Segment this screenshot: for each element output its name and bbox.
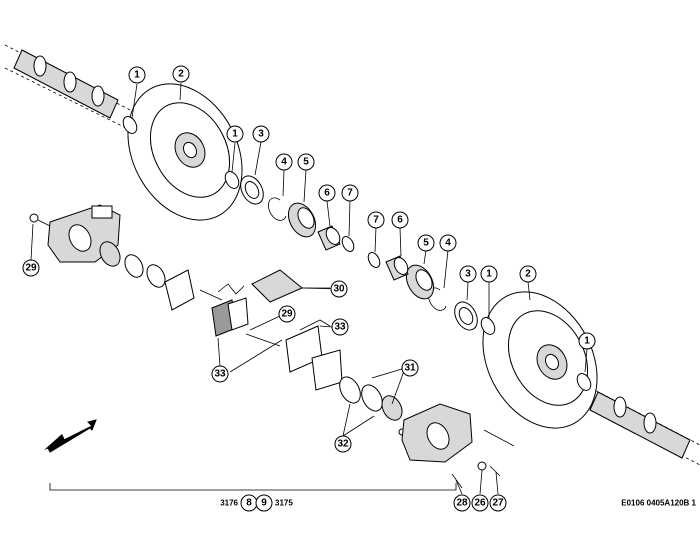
callout-28: 28 bbox=[453, 494, 471, 512]
drawing-id: E0106 0405A120B 1 bbox=[621, 499, 696, 508]
svg-text:29: 29 bbox=[25, 263, 37, 274]
callout-2: 2 bbox=[172, 65, 190, 83]
callout-7: 7 bbox=[367, 211, 385, 229]
svg-text:4: 4 bbox=[281, 157, 287, 168]
seal-3a bbox=[240, 175, 264, 205]
svg-text:30: 30 bbox=[333, 284, 345, 295]
svg-text:7: 7 bbox=[347, 188, 353, 199]
callout-27: 27 bbox=[489, 494, 507, 512]
callout-8: 8 bbox=[240, 494, 258, 512]
spacer-6a bbox=[317, 225, 341, 251]
callout-4: 4 bbox=[439, 234, 457, 252]
callout-4: 4 bbox=[275, 153, 293, 171]
bottom-bracket bbox=[49, 483, 457, 491]
pad-backing-plate bbox=[164, 269, 195, 311]
callout-9: 9 bbox=[255, 494, 273, 512]
seal-3b bbox=[454, 301, 478, 331]
caliper-bolt-28 bbox=[451, 473, 463, 489]
right-brake-disc bbox=[482, 291, 598, 429]
callout-6: 6 bbox=[391, 211, 409, 229]
pad-spring bbox=[217, 283, 245, 295]
callout-32: 32 bbox=[334, 435, 352, 453]
callout-1: 1 bbox=[578, 332, 596, 350]
spacer-6b bbox=[385, 255, 409, 281]
callout-33: 33 bbox=[211, 365, 229, 383]
svg-text:33: 33 bbox=[334, 322, 346, 333]
svg-text:1: 1 bbox=[486, 269, 492, 280]
arrow-icon bbox=[44, 419, 97, 453]
svg-text:5: 5 bbox=[303, 157, 309, 168]
svg-text:27: 27 bbox=[492, 498, 504, 509]
svg-text:8: 8 bbox=[246, 498, 252, 509]
callout-7: 7 bbox=[341, 184, 359, 202]
callout-6: 6 bbox=[318, 184, 336, 202]
svg-text:1: 1 bbox=[232, 129, 238, 140]
callout-3: 3 bbox=[252, 125, 270, 143]
right-axle-shaft bbox=[584, 384, 700, 466]
svg-text:6: 6 bbox=[324, 188, 330, 199]
callout-29: 29 bbox=[22, 259, 40, 277]
svg-text:5: 5 bbox=[423, 238, 429, 249]
washer-7a bbox=[341, 236, 355, 252]
callout-1: 1 bbox=[480, 265, 498, 283]
pad-pin bbox=[199, 289, 223, 301]
circlip-1b bbox=[224, 171, 240, 189]
leader-lines bbox=[30, 82, 588, 495]
circlip-1a bbox=[122, 116, 138, 134]
callout-5: 5 bbox=[297, 153, 315, 171]
svg-text:3: 3 bbox=[258, 129, 264, 140]
svg-text:1: 1 bbox=[584, 336, 590, 347]
brake-pads-left bbox=[211, 297, 249, 337]
snap-ring-4a bbox=[268, 197, 287, 221]
callout-30: 30 bbox=[330, 280, 348, 298]
svg-text:1: 1 bbox=[134, 70, 140, 81]
svg-text:29: 29 bbox=[281, 309, 293, 320]
svg-text:9: 9 bbox=[261, 498, 267, 509]
svg-text:26: 26 bbox=[474, 498, 486, 509]
left-brake-disc bbox=[127, 83, 243, 221]
bearing-5b bbox=[405, 264, 435, 300]
callout-3: 3 bbox=[459, 265, 477, 283]
svg-text:28: 28 bbox=[456, 498, 468, 509]
callout-2: 2 bbox=[519, 265, 537, 283]
callout-1: 1 bbox=[128, 66, 146, 84]
anti-rattle-plate bbox=[251, 269, 303, 303]
callout-31: 31 bbox=[401, 359, 419, 377]
svg-text:6: 6 bbox=[397, 215, 403, 226]
washer-26 bbox=[477, 461, 487, 471]
reference-right: 3175 bbox=[275, 499, 293, 508]
callout-26: 26 bbox=[471, 494, 489, 512]
callout-29: 29 bbox=[278, 305, 296, 323]
circlip-1d bbox=[576, 373, 592, 391]
left-caliper-pistons bbox=[99, 241, 166, 288]
retaining-pin bbox=[245, 333, 281, 347]
brake-pads-right bbox=[285, 319, 343, 391]
washer-7b bbox=[367, 252, 381, 268]
caliper-bolt-long bbox=[483, 429, 515, 447]
bearing-5a bbox=[287, 202, 317, 238]
reference-left: 3176 bbox=[220, 499, 238, 508]
callout-5: 5 bbox=[417, 234, 435, 252]
svg-text:3: 3 bbox=[465, 269, 471, 280]
svg-text:33: 33 bbox=[214, 369, 226, 380]
bolt-27 bbox=[489, 465, 501, 477]
snap-ring-4b bbox=[428, 287, 447, 311]
svg-text:31: 31 bbox=[404, 363, 416, 374]
svg-text:4: 4 bbox=[445, 238, 451, 249]
left-axle-shaft bbox=[4, 44, 131, 131]
right-caliper-seals bbox=[339, 376, 406, 436]
callout-1: 1 bbox=[226, 125, 244, 143]
svg-text:7: 7 bbox=[373, 215, 379, 226]
svg-text:2: 2 bbox=[178, 69, 184, 80]
svg-text:2: 2 bbox=[525, 269, 531, 280]
right-brake-caliper bbox=[401, 403, 473, 463]
circlip-1c bbox=[480, 317, 496, 335]
callout-33: 33 bbox=[331, 318, 349, 336]
svg-text:32: 32 bbox=[337, 439, 349, 450]
